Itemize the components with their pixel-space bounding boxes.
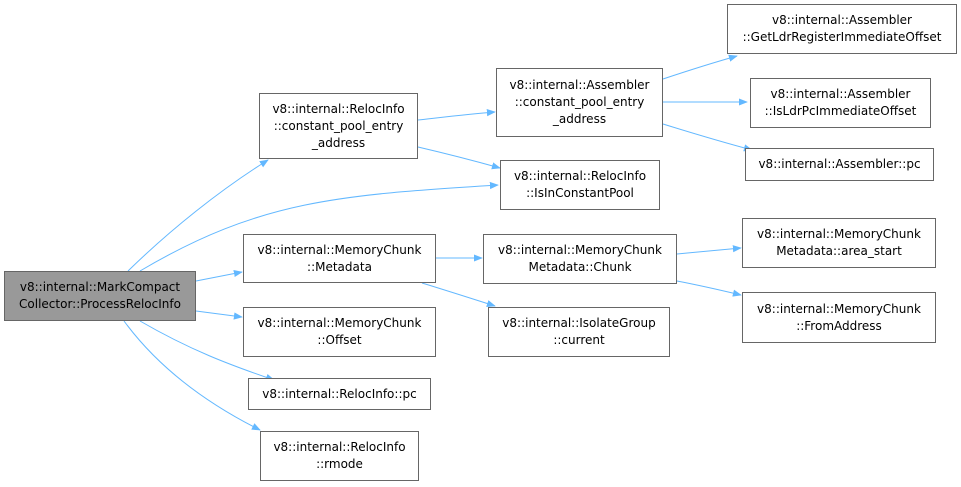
node-line: v8::internal::MemoryChunk xyxy=(257,316,422,330)
node-line: Metadata::Chunk xyxy=(528,260,632,274)
node-line: ::Offset xyxy=(317,333,362,347)
node-line: ::IsLdrPcImmediateOffset xyxy=(764,104,917,118)
node-line: v8::internal::MemoryChunk xyxy=(498,243,662,257)
node-line: ::GetLdrRegisterImmediateOffset xyxy=(742,30,942,44)
edge-asm-cpea-to-asm-pc xyxy=(662,123,753,152)
edge-reloc-cpea-to-asm-cpea xyxy=(417,109,496,121)
node-line: _address xyxy=(311,135,366,150)
node-line: v8::internal::RelocInfo xyxy=(513,169,647,183)
node-line: ::IsInConstantPool xyxy=(526,186,634,200)
node-memorychunk-fromaddress[interactable]: v8::internal::MemoryChunk ::FromAddress xyxy=(742,292,936,343)
node-line: v8::internal::MemoryChunk xyxy=(257,242,422,257)
edge-mcm-chunk-to-area-start xyxy=(676,245,742,255)
node-line: ::constant_pool_entry xyxy=(514,95,645,109)
node-assembler-pc[interactable]: v8::internal::Assembler::pc xyxy=(745,148,934,181)
edge-reloc-cpea-to-reloc-isincp xyxy=(417,146,501,170)
node-line: ::FromAddress xyxy=(796,318,882,333)
node-line: v8::internal::MemoryChunk xyxy=(757,227,921,241)
edge-mc-metadata-to-isolategroup xyxy=(421,282,496,307)
node-isolategroup-current[interactable]: v8::internal::IsolateGroup ::current xyxy=(488,307,670,357)
edge-asm-cpea-to-asm-getldr xyxy=(662,54,738,80)
node-assembler-getldrregisterimmediateoffset[interactable]: v8::internal::Assembler ::GetLdrRegister… xyxy=(727,4,957,54)
node-assembler-isldrpcimmediateoffset[interactable]: v8::internal::Assembler ::IsLdrPcImmedia… xyxy=(750,78,931,128)
node-line: ::Metadata xyxy=(307,259,372,274)
node-memorychunkmetadata-chunk[interactable]: v8::internal::MemoryChunk Metadata::Chun… xyxy=(483,234,677,284)
node-line: _address xyxy=(552,112,607,126)
node-line: ::current xyxy=(553,333,605,347)
node-line: v8::internal::MarkCompact xyxy=(19,280,181,294)
edge-root-to-reloc-isincp xyxy=(139,181,499,272)
node-line: v8::internal::RelocInfo::pc xyxy=(262,386,417,401)
node-line: v8::internal::Assembler xyxy=(509,78,650,92)
node-line: v8::internal::Assembler xyxy=(770,87,911,101)
node-line: Metadata::area_start xyxy=(776,244,902,258)
node-line: v8::internal::Assembler xyxy=(771,13,912,27)
edge-root-to-mc-offset xyxy=(195,310,243,320)
node-relocinfo-constant-pool-entry-address[interactable]: v8::internal::RelocInfo ::constant_pool_… xyxy=(259,93,418,159)
node-relocinfo-isinconstantpool[interactable]: v8::internal::RelocInfo ::IsInConstantPo… xyxy=(500,160,660,210)
node-line: v8::internal::MemoryChunk xyxy=(757,301,921,316)
node-memorychunk-metadata[interactable]: v8::internal::MemoryChunk ::Metadata xyxy=(243,234,436,283)
node-line: v8::internal::RelocInfo xyxy=(273,440,406,454)
edge-root-to-reloc-pc xyxy=(139,320,275,381)
node-relocinfo-pc[interactable]: v8::internal::RelocInfo::pc xyxy=(248,378,431,410)
node-line: v8::internal::RelocInfo xyxy=(272,101,405,116)
node-line: ::constant_pool_entry xyxy=(273,118,404,133)
edge-mcm-chunk-to-fromaddress xyxy=(676,280,742,297)
edge-root-to-mc-metadata xyxy=(195,269,243,282)
node-line: Collector::ProcessRelocInfo xyxy=(19,297,181,311)
node-line: v8::internal::IsolateGroup xyxy=(502,316,656,330)
node-markcompact-processrelocinfo[interactable]: v8::internal::MarkCompact Collector::Pro… xyxy=(4,271,196,321)
node-memorychunkmetadata-area-start[interactable]: v8::internal::MemoryChunk Metadata::area… xyxy=(742,218,936,268)
edge-root-to-reloc-cpea xyxy=(127,159,269,272)
node-line: ::rmode xyxy=(316,457,363,471)
node-relocinfo-rmode[interactable]: v8::internal::RelocInfo ::rmode xyxy=(260,431,419,481)
node-assembler-constant-pool-entry-address[interactable]: v8::internal::Assembler ::constant_pool_… xyxy=(496,68,663,137)
node-memorychunk-offset[interactable]: v8::internal::MemoryChunk ::Offset xyxy=(243,307,436,357)
edge-root-to-reloc-rmode xyxy=(123,320,261,431)
node-line: v8::internal::Assembler::pc xyxy=(758,157,921,171)
